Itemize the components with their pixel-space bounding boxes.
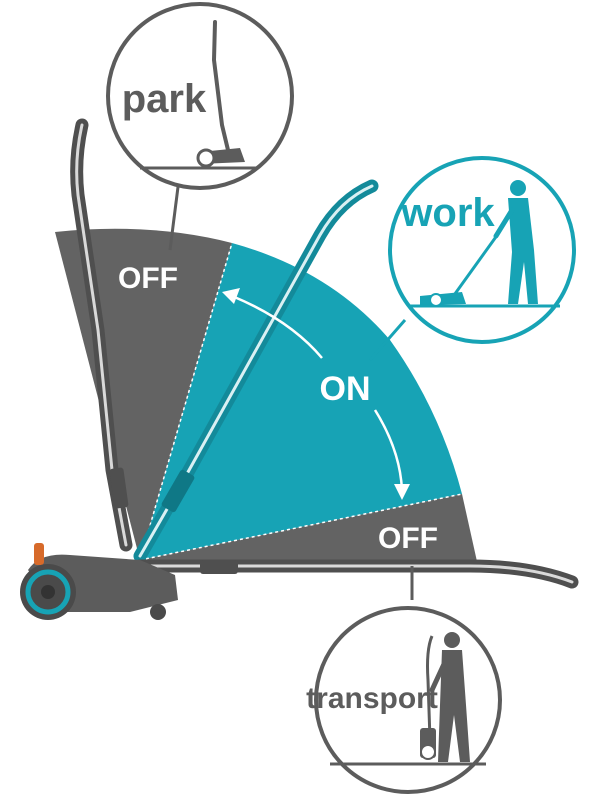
boundary-line-lower xyxy=(139,493,463,561)
flat-handle xyxy=(133,559,579,589)
on-label: ON xyxy=(320,370,371,408)
arrow-head-down xyxy=(394,484,410,500)
arc-arrows xyxy=(231,294,404,491)
mower-parked-upright-icon xyxy=(140,20,258,170)
transport-callout: transport xyxy=(306,606,502,794)
work-connector xyxy=(368,319,407,361)
person-mowing-icon xyxy=(410,180,560,308)
off-label-bottom: OFF xyxy=(378,522,438,555)
off-label-top: OFF xyxy=(118,262,178,295)
park-callout: park xyxy=(106,2,294,190)
work-label: work xyxy=(400,191,495,235)
arrow-head-up xyxy=(222,288,240,304)
upright-handle xyxy=(70,118,133,552)
front-wheel xyxy=(150,604,166,620)
boundary-line-upper xyxy=(139,242,233,561)
off-zone-bottom xyxy=(140,494,478,566)
person-carrying-mower-icon xyxy=(330,632,486,766)
work-callout: work xyxy=(388,156,576,344)
work-handle xyxy=(133,179,379,563)
park-connector xyxy=(168,186,180,251)
on-zone xyxy=(140,243,462,560)
park-label: park xyxy=(122,77,207,121)
transport-label: transport xyxy=(306,682,438,715)
mower-body xyxy=(20,543,178,620)
